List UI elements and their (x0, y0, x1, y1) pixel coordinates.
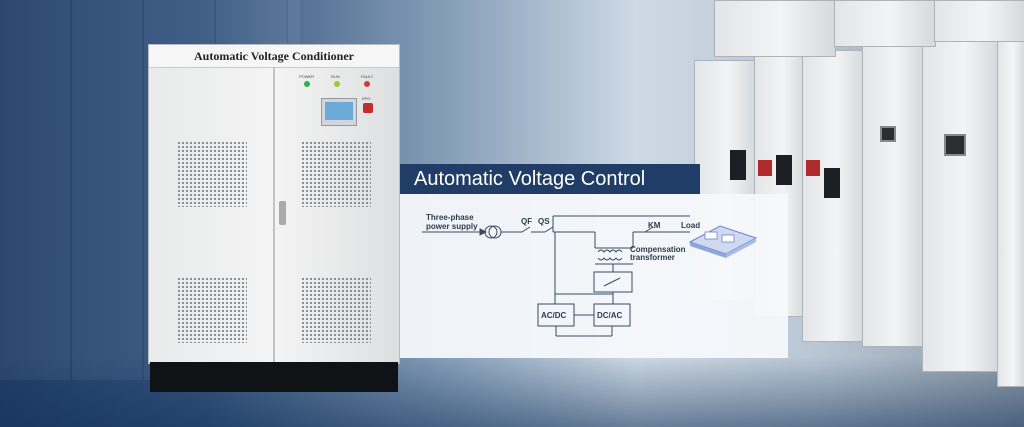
vent-grille-bottom-left (177, 277, 247, 343)
breaker-handle (824, 168, 840, 198)
transformer-secondary-coil (597, 257, 623, 261)
cabinet-base (150, 362, 398, 392)
load-label: Load (681, 221, 700, 230)
switchgear-lineup (694, 0, 1024, 392)
switchgear-panel (997, 35, 1024, 387)
vent-grille-top-left (177, 141, 247, 207)
door-handle (279, 201, 286, 225)
transformer-label-1: Compensation (630, 245, 686, 254)
indicator-label-fault: FAULT (361, 74, 374, 79)
voltage-conditioner-cabinet: Automatic Voltage Conditioner POWER RUN … (148, 44, 400, 364)
power-lamp-icon (304, 81, 310, 87)
epo-button-icon (363, 103, 373, 113)
epo-label: EPO (362, 96, 371, 101)
circuit-diagram: Three-phase power supply QF QS KM Load C… (422, 213, 758, 337)
switchgear-panel (922, 40, 999, 372)
banner-title-bar (400, 164, 700, 194)
indicator-label-power: POWER (299, 74, 315, 79)
hmi-screen (325, 102, 353, 120)
vent-grille-bottom-right (301, 277, 371, 343)
breaker-handle (776, 155, 792, 185)
fault-lamp-icon (364, 81, 370, 87)
door-split (273, 67, 275, 363)
supply-label-2: power supply (426, 222, 478, 231)
vent-grille-top-right (301, 141, 371, 207)
qs-label: QS (538, 217, 550, 226)
switchgear-upper-cabinet (834, 0, 936, 47)
load-icon (688, 225, 758, 258)
switchgear-upper-cabinet (934, 0, 1024, 42)
switchgear-panel (862, 45, 924, 347)
cabinet-title: Automatic Voltage Conditioner (149, 45, 399, 68)
red-switch-icon (758, 160, 772, 176)
switchgear-upper-cabinet (714, 0, 836, 57)
touch-panel (321, 98, 357, 126)
qf-switch-symbol (521, 226, 531, 233)
meter-screen (880, 126, 896, 142)
acdc-label: AC/DC (541, 311, 567, 320)
km-switch-symbol (644, 226, 654, 233)
banner-title: Automatic Voltage Control (414, 168, 646, 190)
indicator-label-run: RUN (331, 74, 340, 79)
meter-screen (944, 134, 966, 156)
dcac-label: DC/AC (597, 311, 623, 320)
km-label: KM (648, 221, 661, 230)
breaker-handle (730, 150, 746, 180)
run-lamp-icon (334, 81, 340, 87)
red-switch-icon (806, 160, 820, 176)
qf-label: QF (521, 217, 532, 226)
supply-label-1: Three-phase (426, 213, 474, 222)
transformer-primary-coil (597, 249, 623, 253)
arrow-icon (479, 228, 488, 236)
transformer-label-2: transformer (630, 253, 675, 262)
qs-switch-symbol (544, 226, 554, 233)
transformer-symbol-icon (484, 225, 498, 239)
